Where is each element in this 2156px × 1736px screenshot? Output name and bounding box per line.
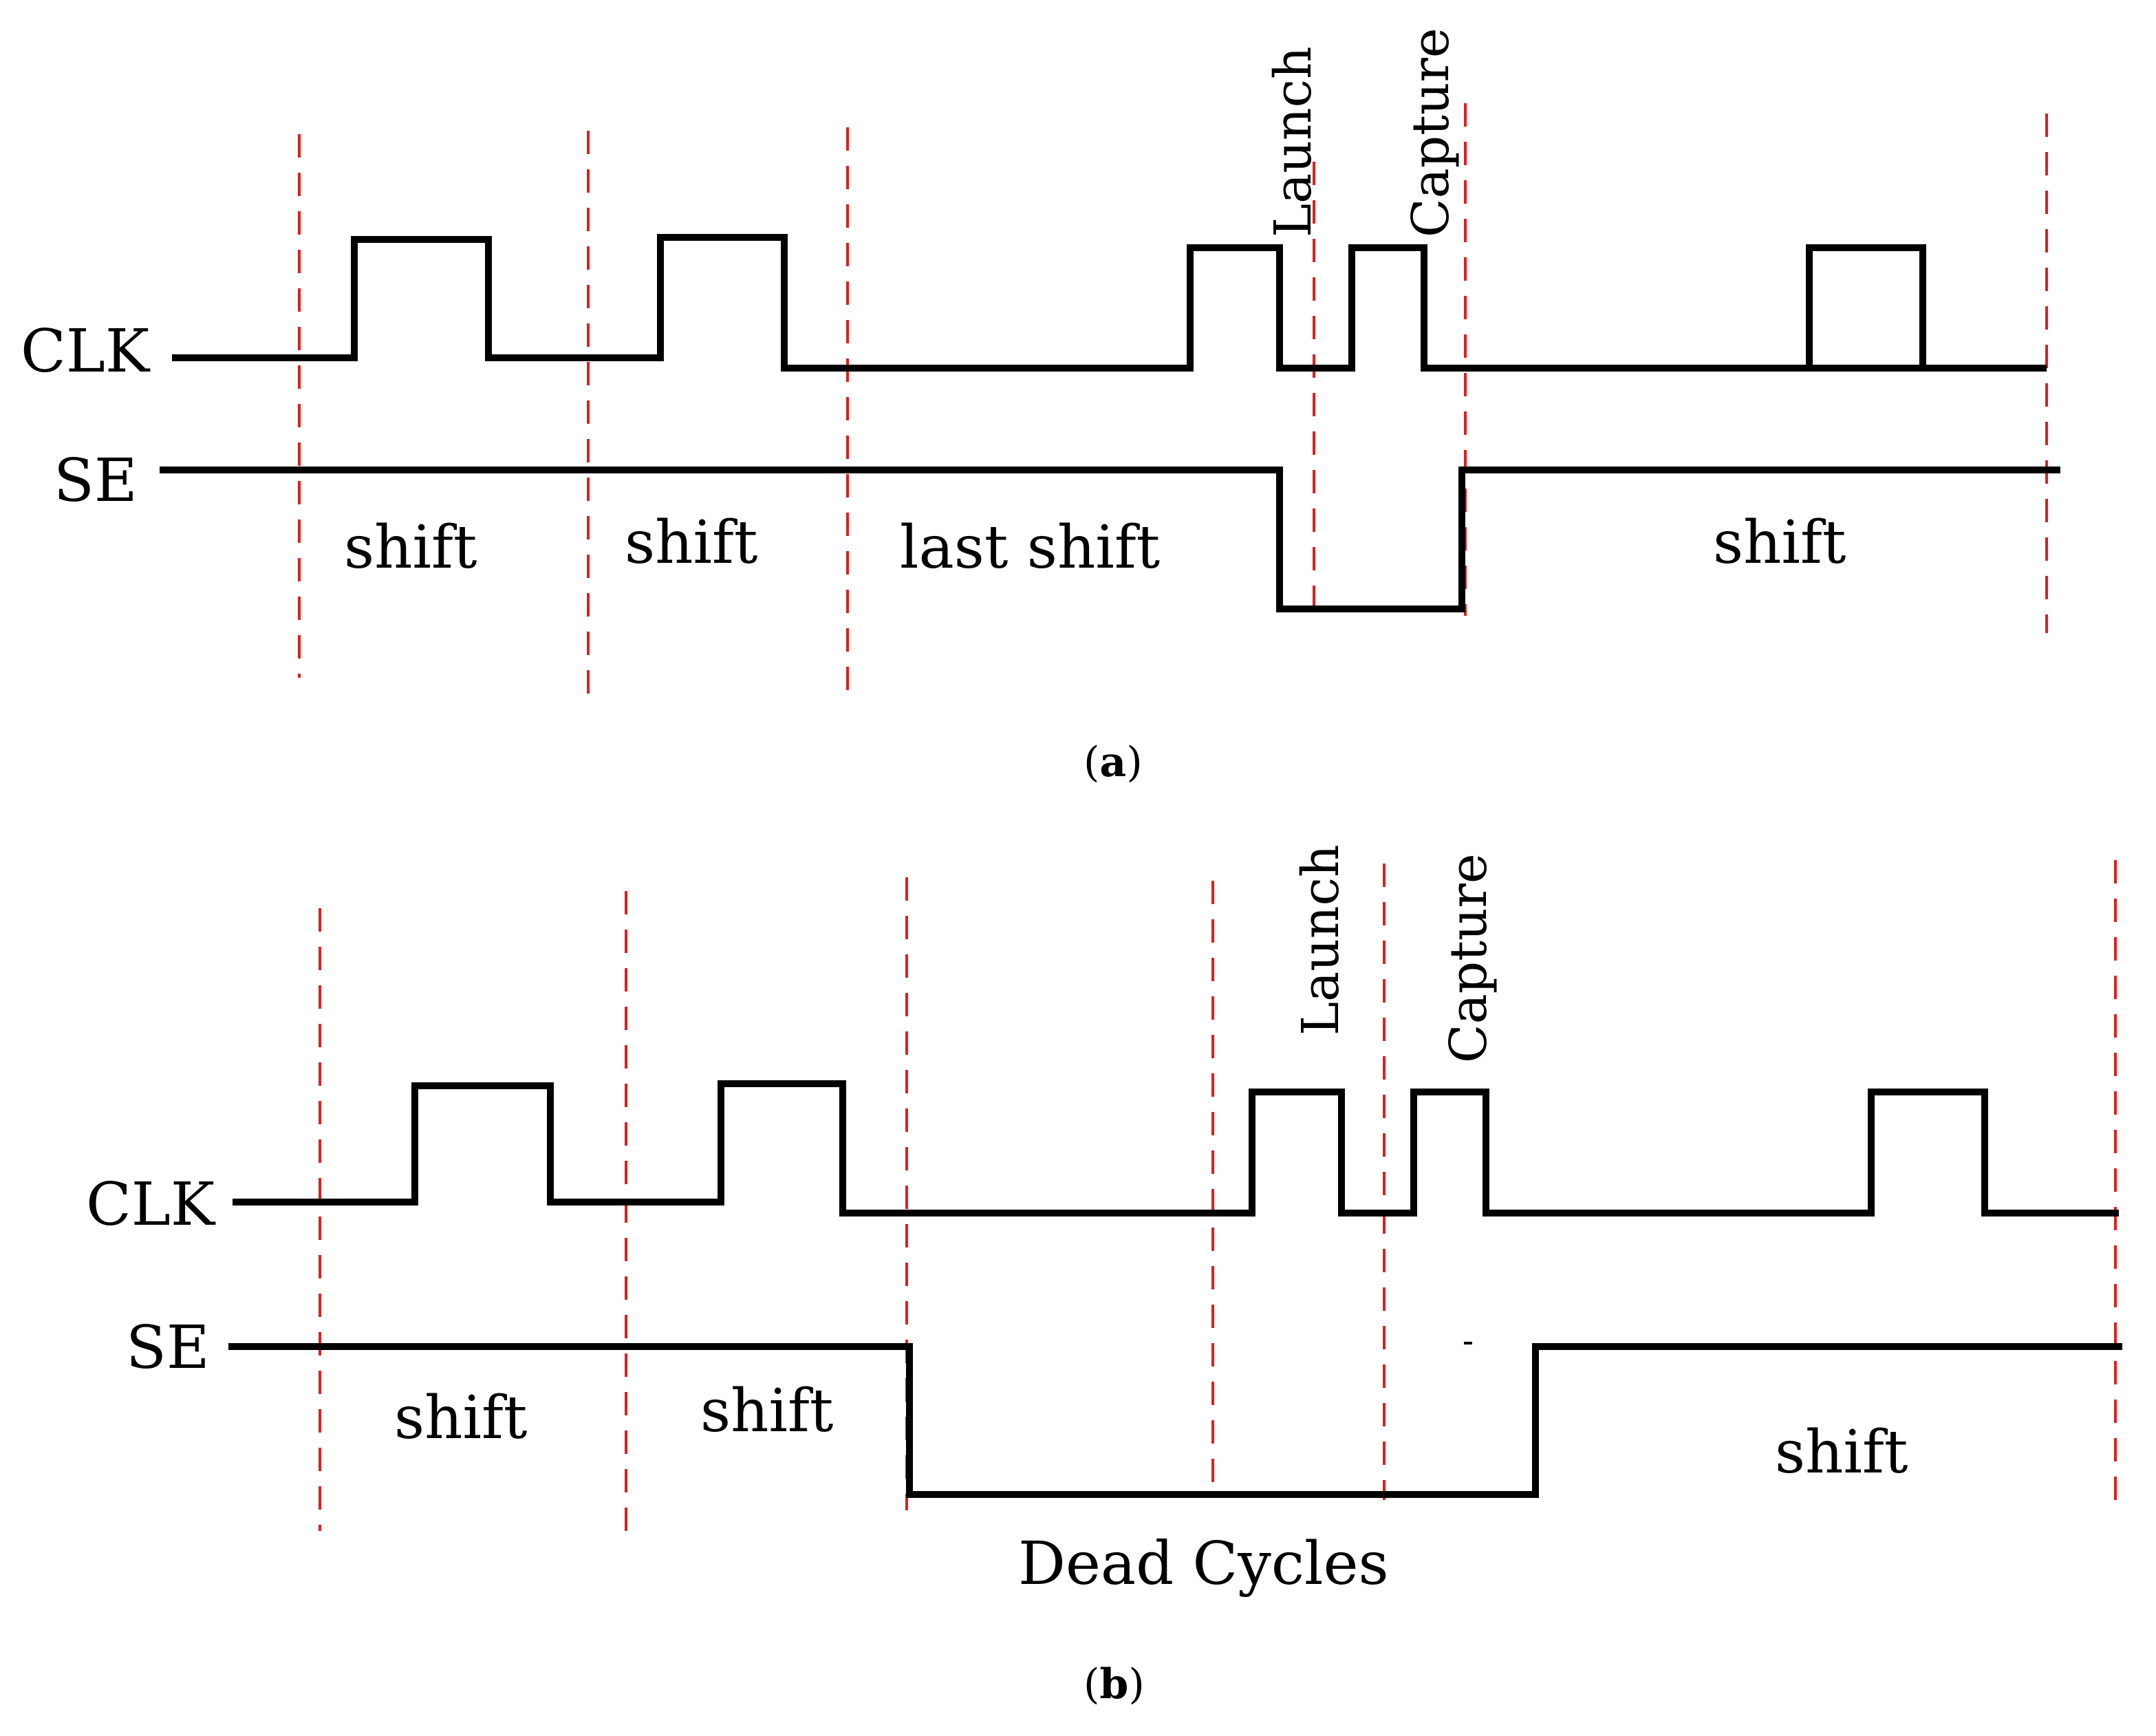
caption-letter: b xyxy=(1099,1660,1128,1708)
se-label-b: SE xyxy=(126,1314,210,1382)
clk-label-a: CLK xyxy=(21,317,151,386)
panel-b: CLK SE shift shift shift Dead Cycles Lau… xyxy=(86,844,2122,1708)
caption-open: ( xyxy=(1084,1660,1099,1708)
phase-label: shift xyxy=(700,1377,833,1446)
panel-a: CLK SE shift shift last shift shift Laun… xyxy=(21,28,2060,786)
clk-label-b: CLK xyxy=(86,1170,216,1239)
se-waveform-a xyxy=(160,467,2060,612)
phase-label: shift xyxy=(344,513,477,582)
phase-label: last shift xyxy=(900,513,1160,582)
se-waveform-b xyxy=(228,1343,2122,1498)
caption-letter: a xyxy=(1099,738,1126,786)
capture-label-a: Capture xyxy=(1401,28,1460,237)
phase-label: shift xyxy=(1775,1418,1908,1487)
clk-waveform-b xyxy=(233,1080,2119,1217)
phase-label: shift xyxy=(394,1384,527,1453)
panel-a-dividers xyxy=(298,103,2048,695)
phase-label: shift xyxy=(1713,508,1846,577)
clk-waveform-a xyxy=(172,234,2047,372)
launch-label-a: Launch xyxy=(1264,46,1323,237)
caption-close: ) xyxy=(1126,738,1142,786)
caption-a: (a) xyxy=(1084,738,1143,786)
se-label-a: SE xyxy=(54,447,138,515)
launch-label-b: Launch xyxy=(1291,844,1350,1036)
caption-open: ( xyxy=(1084,738,1099,786)
caption-b: (b) xyxy=(1084,1660,1145,1708)
panel-b-dividers xyxy=(319,860,2117,1531)
capture-label-b: Capture xyxy=(1439,853,1498,1063)
caption-close: ) xyxy=(1128,1660,1144,1708)
phase-label: shift xyxy=(625,508,757,577)
dead-cycles-label: Dead Cycles xyxy=(1018,1530,1389,1598)
